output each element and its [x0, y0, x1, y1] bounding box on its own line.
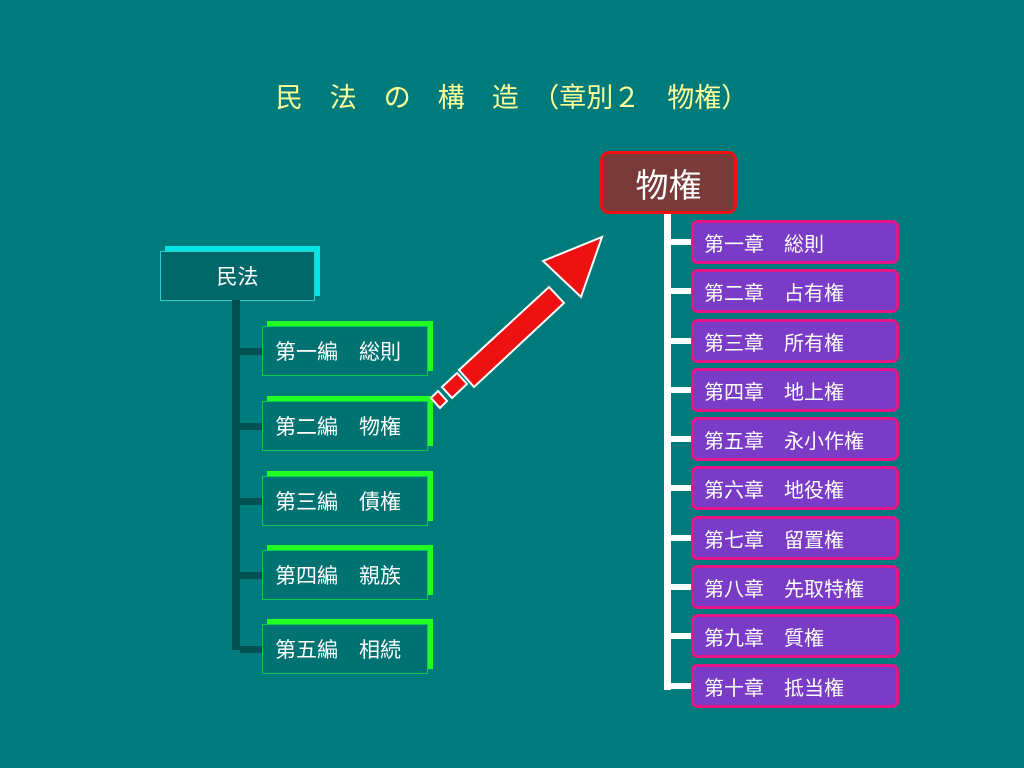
- arrow-shaft: [457, 285, 566, 389]
- left-tree-branch: [240, 572, 264, 579]
- chapter-box-10: 第十章 抵当権: [691, 664, 899, 708]
- chapter-box-4: 第四章 地上権: [691, 368, 899, 412]
- chapter-label: 第五章 永小作権: [704, 428, 864, 453]
- chapter-box-1: 第一章 総則: [691, 220, 899, 264]
- chapter-label: 第四章 地上権: [704, 379, 844, 404]
- right-tree-trunk: [664, 214, 671, 690]
- property-rights-label: 物権: [635, 165, 702, 205]
- chapter-label: 第二章 占有権: [704, 280, 844, 305]
- volume-label: 第一編 総則: [275, 340, 401, 364]
- right-tree-branch: [667, 288, 693, 294]
- chapter-label: 第八章 先取特権: [704, 576, 864, 601]
- chapter-label: 第三章 所有権: [704, 330, 844, 355]
- property-rights-box: 物権: [600, 151, 737, 214]
- page-title: 民 法 の 構 造 （章別２ 物権）: [275, 83, 749, 114]
- left-tree-branch: [240, 498, 264, 505]
- arrow-tail-stripe: [429, 389, 449, 410]
- right-tree-branch: [667, 338, 693, 344]
- root-label: 民法: [216, 265, 259, 289]
- civil-code-root-box: 民法: [160, 251, 315, 301]
- volume-label: 第二編 物権: [275, 415, 401, 439]
- chapter-label: 第十章 抵当権: [704, 675, 844, 700]
- arrow-tail-stripe: [440, 371, 469, 400]
- volume-label: 第三編 債権: [275, 490, 401, 514]
- chapter-box-6: 第六章 地役権: [691, 466, 899, 510]
- chapter-label: 第一章 総則: [704, 231, 824, 256]
- volume-label: 第五編 相続: [275, 638, 401, 662]
- volume-label: 第四編 親族: [275, 564, 401, 588]
- chapter-box-8: 第八章 先取特権: [691, 565, 899, 609]
- chapter-label: 第九章 質権: [704, 625, 824, 650]
- right-tree-branch: [667, 683, 693, 689]
- chapter-box-7: 第七章 留置権: [691, 516, 899, 560]
- right-tree-branch: [667, 436, 693, 442]
- chapter-box-2: 第二章 占有権: [691, 269, 899, 313]
- right-tree-branch: [667, 584, 693, 590]
- right-tree-branch: [667, 535, 693, 541]
- chapter-box-3: 第三章 所有権: [691, 319, 899, 363]
- left-tree-branch: [240, 348, 264, 355]
- right-tree-branch: [667, 633, 693, 639]
- left-tree-branch: [240, 646, 264, 653]
- chapter-label: 第六章 地役権: [704, 477, 844, 502]
- chapter-label: 第七章 留置権: [704, 527, 844, 552]
- chapter-box-5: 第五章 永小作権: [691, 417, 899, 461]
- volume-box-general: 第一編 総則: [262, 326, 428, 376]
- left-tree-trunk: [232, 300, 240, 650]
- right-tree-branch: [667, 387, 693, 393]
- volume-box-property: 第二編 物権: [262, 401, 428, 451]
- right-tree-branch: [667, 239, 693, 245]
- volume-box-obligations: 第三編 債権: [262, 476, 428, 526]
- volume-box-family: 第四編 親族: [262, 550, 428, 600]
- chapter-box-9: 第九章 質権: [691, 614, 899, 658]
- volume-box-succession: 第五編 相続: [262, 624, 428, 674]
- left-tree-branch: [240, 423, 264, 430]
- arrow-head: [541, 235, 604, 299]
- right-tree-branch: [667, 485, 693, 491]
